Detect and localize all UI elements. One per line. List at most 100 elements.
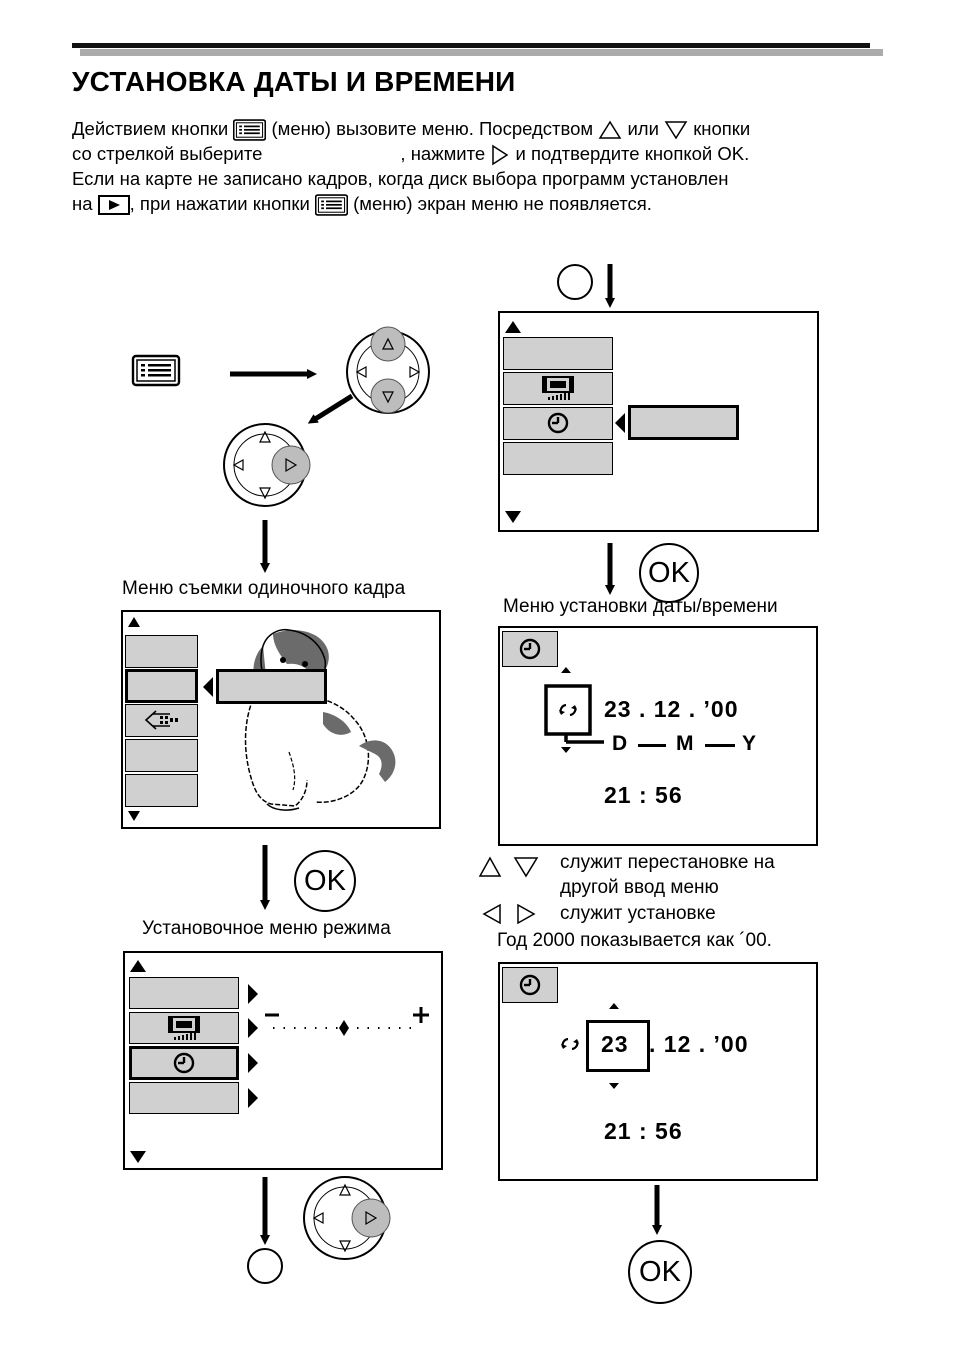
- menu-item[interactable]: [125, 774, 198, 807]
- ok-button-icon: OK: [628, 1240, 692, 1304]
- date-rest-value: . 12 . ’00: [649, 1031, 749, 1057]
- menu-item[interactable]: [129, 1082, 239, 1114]
- submenu-box[interactable]: [216, 669, 327, 704]
- scroll-up-icon: [128, 617, 140, 627]
- ok-button-icon: OK: [639, 543, 699, 603]
- time-value: 21 : 56: [604, 1118, 683, 1144]
- play-icon: [97, 195, 130, 216]
- up-triangle-icon: [478, 856, 502, 877]
- clock-icon: [173, 1052, 195, 1074]
- day-edit-screen: 23 . 12 . ’00 21 : 56: [498, 962, 818, 1181]
- setup-menu-screen: [498, 311, 819, 532]
- scroll-down-icon: [128, 811, 140, 821]
- submenu-arrow-icon: [248, 1088, 258, 1108]
- clock-tab: [502, 631, 558, 667]
- scroll-down-icon: [505, 511, 521, 523]
- cycle-icon: [559, 1037, 581, 1051]
- caption-mode-setup-menu: Установочное меню режима: [142, 918, 391, 939]
- menu-item-clock-selected[interactable]: [129, 1046, 239, 1080]
- cycle-box[interactable]: [544, 684, 604, 744]
- intro-text: , нажмите: [400, 143, 486, 165]
- menu-item-brightness[interactable]: [503, 372, 613, 405]
- flow-arrow: [307, 393, 354, 424]
- left-triangle-icon: [482, 903, 501, 925]
- clock-icon: [547, 412, 569, 434]
- ok-button-icon: OK: [294, 850, 356, 912]
- caption-datetime-menu: Меню установки даты/времени: [503, 596, 778, 617]
- menu-item[interactable]: [503, 337, 613, 370]
- intro-text: Действием кнопки: [72, 118, 229, 139]
- submenu-arrow-icon: [248, 984, 258, 1004]
- down-small-icon: [609, 1083, 619, 1089]
- datetime-menu-screen: 23 . 12 . ’00 D M Y 21 : 56: [498, 626, 818, 846]
- menu-item[interactable]: [503, 442, 613, 475]
- header-rule: [72, 43, 870, 48]
- connector-circle: [557, 264, 593, 300]
- menu-item-quality[interactable]: [125, 704, 198, 737]
- scroll-up-icon: [505, 321, 521, 333]
- up-triangle-icon: [598, 120, 622, 139]
- note-year: Год 2000 показывается как ´00.: [497, 930, 772, 951]
- scroll-down-icon: [130, 1151, 146, 1163]
- intro-text: , при нажатии кнопки: [129, 193, 310, 215]
- down-triangle-icon: [513, 857, 539, 878]
- menu-item[interactable]: [125, 739, 198, 772]
- single-frame-menu-screen: [121, 610, 441, 829]
- date-order-d: D: [612, 732, 629, 755]
- selection-arrow-icon: [615, 413, 625, 433]
- intro-text: Если на карте не записано кадров, когда …: [72, 168, 729, 190]
- arrow-pad: [223, 423, 311, 507]
- scroll-up-icon: [130, 960, 146, 972]
- intro-text: и подтвердите кнопкой OK.: [515, 143, 750, 165]
- up-small-icon: [609, 1003, 619, 1009]
- caption-single-frame-menu: Меню съемки одиночного кадра: [122, 578, 406, 599]
- note-updown-2: другой ввод меню: [560, 877, 719, 898]
- dog-picture: [244, 628, 396, 811]
- intro-text: или: [627, 118, 659, 139]
- day-field-box[interactable]: [586, 1020, 650, 1072]
- brightness-slider[interactable]: [263, 1003, 433, 1039]
- date-order-m: M: [676, 732, 695, 755]
- intro-paragraph: Действием кнопки (меню) вызовите меню. П…: [72, 116, 892, 217]
- date-order-y: Y: [742, 732, 758, 755]
- brightness-icon: [168, 1016, 200, 1041]
- connector-circle: [247, 1248, 283, 1284]
- menu-item-clock[interactable]: [503, 407, 613, 440]
- order-separator: [705, 744, 735, 747]
- mode-setup-menu-screen: [123, 951, 443, 1170]
- brightness-icon: [542, 376, 574, 401]
- time-value: 21 : 56: [604, 782, 683, 808]
- intro-text: со стрелкой выберите: [72, 143, 263, 165]
- intro-text: (меню) экран меню не появляется.: [353, 193, 652, 215]
- arrow-pad: [346, 326, 430, 414]
- menu-item[interactable]: [129, 977, 239, 1009]
- submenu-box[interactable]: [628, 405, 739, 440]
- date-value: 23 . 12 . ’00: [604, 696, 739, 722]
- down-small-icon: [561, 747, 571, 753]
- menu-item[interactable]: [125, 635, 198, 668]
- right-triangle-icon: [492, 144, 509, 166]
- menu-button-icon: [131, 354, 181, 387]
- clock-icon: [519, 638, 541, 660]
- submenu-arrow-icon: [248, 1053, 258, 1073]
- intro-text: кнопки: [693, 118, 751, 139]
- intro-text: на: [72, 193, 93, 215]
- right-triangle-icon: [517, 903, 536, 925]
- clock-tab: [502, 967, 558, 1003]
- day-value: 23: [601, 1031, 629, 1057]
- page-title: УСТАНОВКА ДАТЫ И ВРЕМЕНИ: [72, 66, 516, 97]
- quality-icon: [144, 710, 178, 730]
- menu-item-brightness[interactable]: [129, 1012, 239, 1044]
- note-leftright: служит установке: [560, 903, 716, 924]
- clock-icon: [519, 974, 541, 996]
- arrow-pad: [303, 1176, 391, 1260]
- submenu-arrow-icon: [248, 1018, 258, 1038]
- note-updown: служит перестановке на: [560, 852, 775, 873]
- up-small-icon: [561, 667, 571, 673]
- order-separator: [638, 744, 666, 747]
- intro-text: (меню) вызовите меню. Посредством: [271, 118, 594, 139]
- menu-item-selected[interactable]: [125, 669, 198, 703]
- header-rule-shadow: [80, 49, 883, 56]
- down-triangle-icon: [664, 121, 688, 140]
